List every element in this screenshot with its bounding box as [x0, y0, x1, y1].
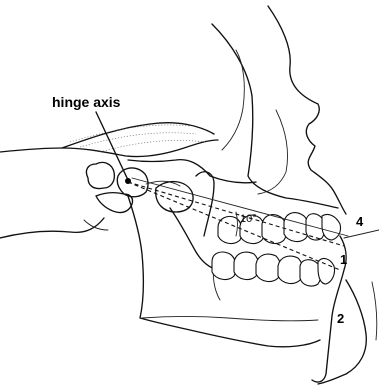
temporal-region	[0, 162, 133, 238]
pointer-line-4	[344, 230, 379, 238]
hinge-axis-pointer	[96, 112, 131, 184]
hinge-axis-label: hinge axis	[52, 94, 121, 110]
angle-label: 10°	[240, 213, 257, 225]
lower-teeth	[212, 252, 335, 286]
hinge-axis-leader-line	[96, 112, 128, 180]
point-2-label: 2	[337, 311, 344, 326]
point-1-label: 1	[340, 252, 347, 267]
point-4-label: 4	[356, 214, 364, 229]
hinge-axis-point	[125, 178, 131, 184]
